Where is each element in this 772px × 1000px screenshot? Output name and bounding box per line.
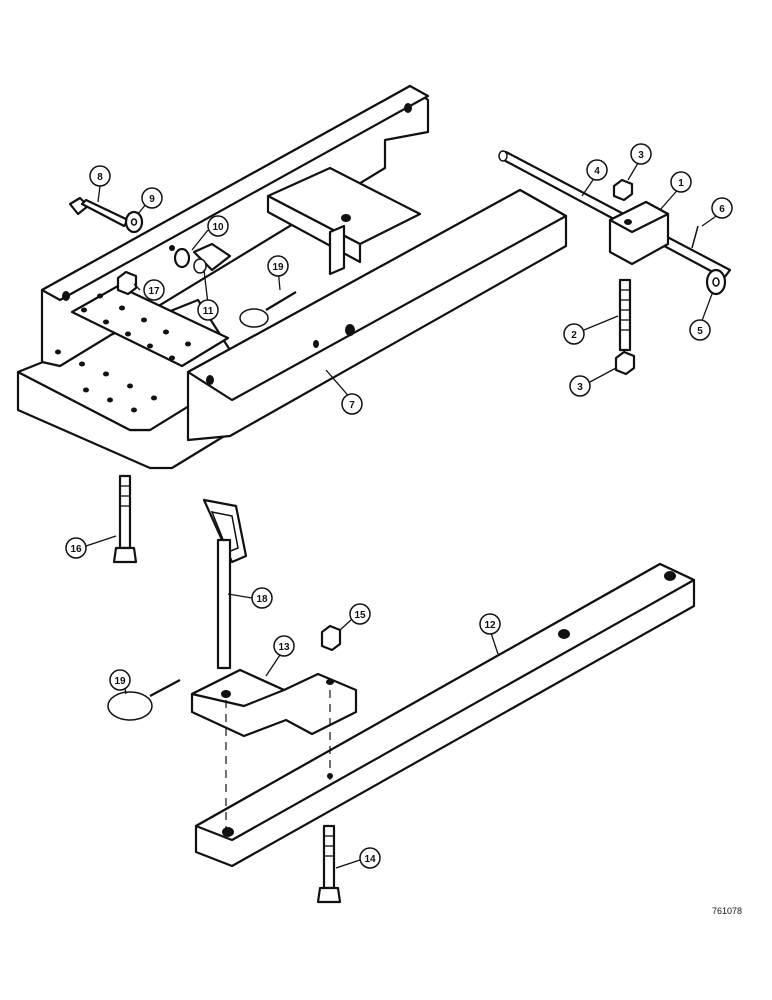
callout-label: 7 — [349, 400, 355, 411]
slide-assembly — [498, 150, 732, 376]
callout-16: 16 — [65, 537, 87, 559]
callout-label: 9 — [149, 194, 155, 205]
callout-label: 2 — [571, 330, 577, 341]
callout-label: 16 — [70, 544, 82, 555]
callout-label: 4 — [594, 166, 600, 177]
callout-1: 1 — [670, 171, 692, 193]
callout-10: 10 — [207, 215, 229, 237]
callout-2: 2 — [563, 323, 585, 345]
callout-label: 8 — [97, 172, 103, 183]
callout-5: 5 — [689, 319, 711, 341]
callout-13: 13 — [273, 635, 295, 657]
callout-18: 18 — [251, 587, 273, 609]
callout-12: 12 — [479, 613, 501, 635]
callout-15: 15 — [349, 603, 371, 625]
callout-label: 13 — [278, 642, 290, 653]
callout-label: 18 — [256, 594, 268, 605]
callout-14: 14 — [359, 847, 381, 869]
callout-7: 7 — [341, 393, 363, 415]
callout-3-top: 3 — [630, 143, 652, 165]
drawing-code: 761078 — [712, 906, 742, 916]
callout-4: 4 — [586, 159, 608, 181]
callout-label: 17 — [148, 286, 160, 297]
hitch-pin-18 — [202, 498, 248, 670]
lower-hardware — [107, 624, 358, 738]
callout-9: 9 — [141, 187, 163, 209]
callout-label: 12 — [484, 620, 496, 631]
callout-label: 11 — [203, 306, 214, 317]
assembly-lines — [225, 690, 331, 830]
callout-19-top: 19 — [267, 255, 289, 277]
drawbar-support-frame — [16, 84, 568, 470]
callout-label: 14 — [364, 854, 376, 865]
callout-label: 19 — [272, 262, 284, 273]
callout-label: 5 — [697, 326, 703, 337]
callout-label: 6 — [719, 204, 725, 215]
callout-label: 1 — [678, 178, 684, 189]
callout-11: 11 — [197, 299, 219, 321]
callout-label: 3 — [577, 382, 583, 393]
callout-label: 15 — [354, 610, 366, 621]
drawbar-12 — [194, 562, 696, 868]
callout-8: 8 — [89, 165, 111, 187]
callout-label: 3 — [638, 150, 644, 161]
callout-label: 10 — [212, 222, 224, 233]
callout-6: 6 — [711, 197, 733, 219]
callout-3-bottom: 3 — [569, 375, 591, 397]
callout-17: 17 — [143, 279, 165, 301]
callout-label: 19 — [114, 676, 126, 687]
frame-hardware — [68, 196, 297, 328]
bolt-14 — [316, 824, 342, 904]
bolt-16 — [112, 474, 138, 564]
callout-19-bottom: 19 — [109, 669, 131, 691]
